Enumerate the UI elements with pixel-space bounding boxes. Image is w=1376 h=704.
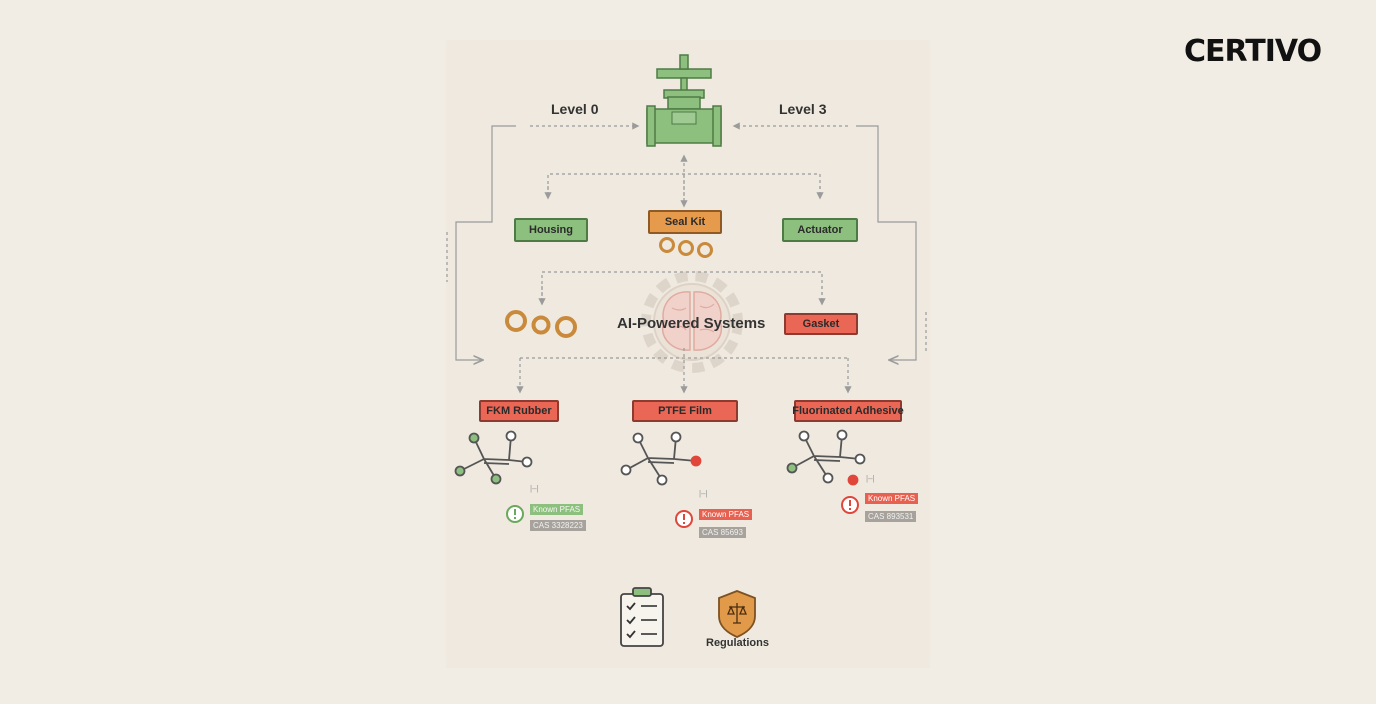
level-connectors bbox=[446, 122, 927, 360]
level3-connectors bbox=[516, 348, 852, 394]
mini-label-adhesive: |–| bbox=[866, 474, 875, 483]
ai-brain-gear-icon bbox=[641, 271, 743, 373]
molecule-icon-adhesive bbox=[786, 429, 866, 486]
level2-connectors bbox=[538, 271, 826, 306]
checklist-icon bbox=[620, 587, 664, 647]
molecule-icon-fkm bbox=[454, 430, 533, 485]
mini-label-ptfe: |–| bbox=[699, 489, 708, 498]
material-box-ptfe: PTFE Film bbox=[632, 400, 738, 422]
ai-powered-systems-label: AI-Powered Systems bbox=[617, 315, 766, 332]
level-0-label: Level 0 bbox=[551, 101, 599, 117]
cas-tag-ptfe: CAS 85693 bbox=[699, 527, 746, 538]
alert-icon-fkm bbox=[506, 505, 524, 523]
level1-connectors bbox=[544, 154, 824, 208]
shield-scale-icon bbox=[718, 590, 756, 638]
seal-kit-box: Seal Kit bbox=[648, 210, 722, 234]
pfas-tag-ptfe: Known PFAS bbox=[699, 509, 753, 520]
level-3-label: Level 3 bbox=[779, 101, 827, 117]
material-box-fkm: FKM Rubber bbox=[479, 400, 559, 422]
pfas-tag-adhesive: Known PFAS bbox=[865, 493, 919, 504]
certivo-logo: CERTIVO bbox=[1184, 34, 1322, 69]
pfas-tag-fkm: Known PFAS bbox=[530, 504, 584, 515]
cas-tag-adhesive: CAS 893531 bbox=[865, 511, 917, 522]
valve-icon bbox=[646, 54, 722, 147]
o-rings-icon bbox=[505, 310, 577, 338]
alert-icon-ptfe bbox=[675, 510, 693, 528]
regulations-label: Regulations bbox=[706, 637, 769, 649]
actuator-box: Actuator bbox=[782, 218, 858, 242]
molecule-icon-ptfe bbox=[620, 431, 702, 486]
cas-tag-fkm: CAS 3328223 bbox=[530, 520, 586, 531]
gasket-box: Gasket bbox=[784, 313, 858, 335]
alert-icon-adhesive bbox=[841, 496, 859, 514]
mini-label-fkm: |–| bbox=[530, 484, 539, 493]
seal-kit-rings-icon bbox=[659, 237, 713, 258]
material-box-adhesive: Fluorinated Adhesive bbox=[792, 400, 904, 422]
housing-box: Housing bbox=[514, 218, 588, 242]
